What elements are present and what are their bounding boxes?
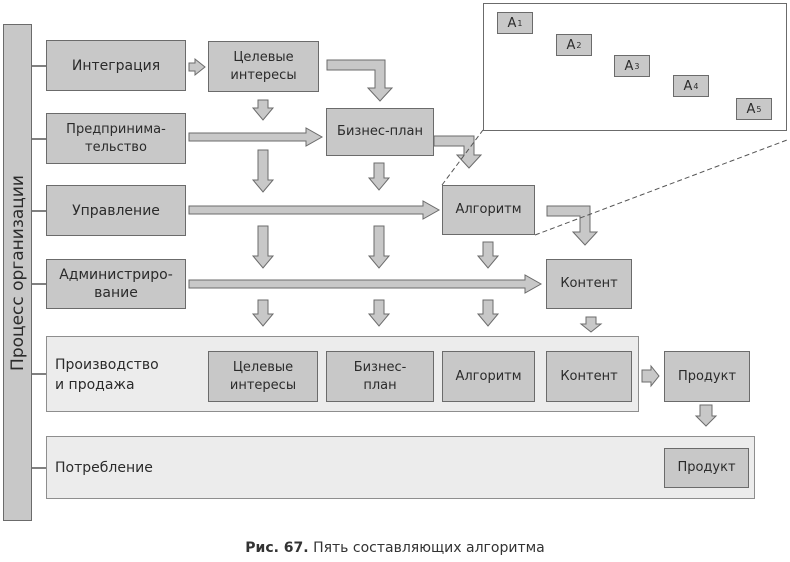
production-item-algorithm: Алгоритм bbox=[442, 351, 535, 402]
production-item-target-interests: Целевые интересы bbox=[208, 351, 318, 402]
arrow-down-c1-r2 bbox=[251, 149, 275, 193]
process-spine: Процесс организации bbox=[3, 24, 32, 521]
arrow-down-content-to-production bbox=[579, 316, 603, 333]
box-algorithm: Алгоритм bbox=[442, 185, 535, 235]
arrow-down-c2-r2 bbox=[367, 162, 391, 191]
arrow-plan-to-algorithm bbox=[433, 135, 483, 169]
arrow-down-c2-r3 bbox=[367, 225, 391, 269]
figure-title: Пять составляющих алгоритма bbox=[313, 540, 545, 556]
box-entrepreneurship: Предпринима- тельство bbox=[46, 113, 186, 164]
arrow-down-c1-r3 bbox=[251, 225, 275, 269]
production-label: Производство и продажа bbox=[55, 357, 159, 393]
arrow-management-to-algorithm bbox=[188, 200, 441, 220]
arrow-down-c3-r4 bbox=[476, 299, 500, 327]
production-item-content: Контент bbox=[546, 351, 632, 402]
box-business-plan: Бизнес-план bbox=[326, 108, 434, 156]
production-product-box: Продукт bbox=[664, 351, 750, 402]
box-content: Контент bbox=[546, 259, 632, 309]
consumption-product-box: Продукт bbox=[664, 448, 749, 488]
arrow-entrepreneurship-to-plan bbox=[188, 127, 324, 147]
figure-caption: Рис. 67. Пять составляющих алгоритма bbox=[0, 540, 790, 556]
arrow-content-to-product bbox=[641, 364, 660, 388]
arrow-down-c1-r1 bbox=[251, 99, 275, 121]
zoom-dashed-line-right bbox=[534, 139, 788, 236]
box-integration: Интеграция bbox=[46, 40, 186, 91]
arrow-down-product-to-consumption bbox=[694, 404, 718, 427]
arrow-algorithm-to-content bbox=[546, 205, 599, 246]
zoom-dashed-line-left bbox=[441, 129, 484, 186]
consumption-label: Потребление bbox=[55, 460, 153, 476]
box-management: Управление bbox=[46, 185, 186, 236]
consumption-panel bbox=[46, 436, 755, 499]
box-target-interests: Целевые интересы bbox=[208, 41, 319, 92]
arrow-administration-to-content bbox=[188, 274, 543, 294]
production-item-business-plan: Бизнес- план bbox=[326, 351, 434, 402]
arrow-down-c3-r3 bbox=[476, 241, 500, 269]
process-spine-label: Процесс организации bbox=[7, 174, 28, 371]
box-administration: Администриро- вание bbox=[46, 259, 186, 309]
arrow-integration-to-interests bbox=[188, 57, 206, 77]
arrow-interests-to-plan bbox=[326, 59, 394, 102]
arrow-down-c1-r4 bbox=[251, 299, 275, 327]
figure-number: Рис. 67. bbox=[245, 540, 309, 556]
arrow-down-c2-r4 bbox=[367, 299, 391, 327]
